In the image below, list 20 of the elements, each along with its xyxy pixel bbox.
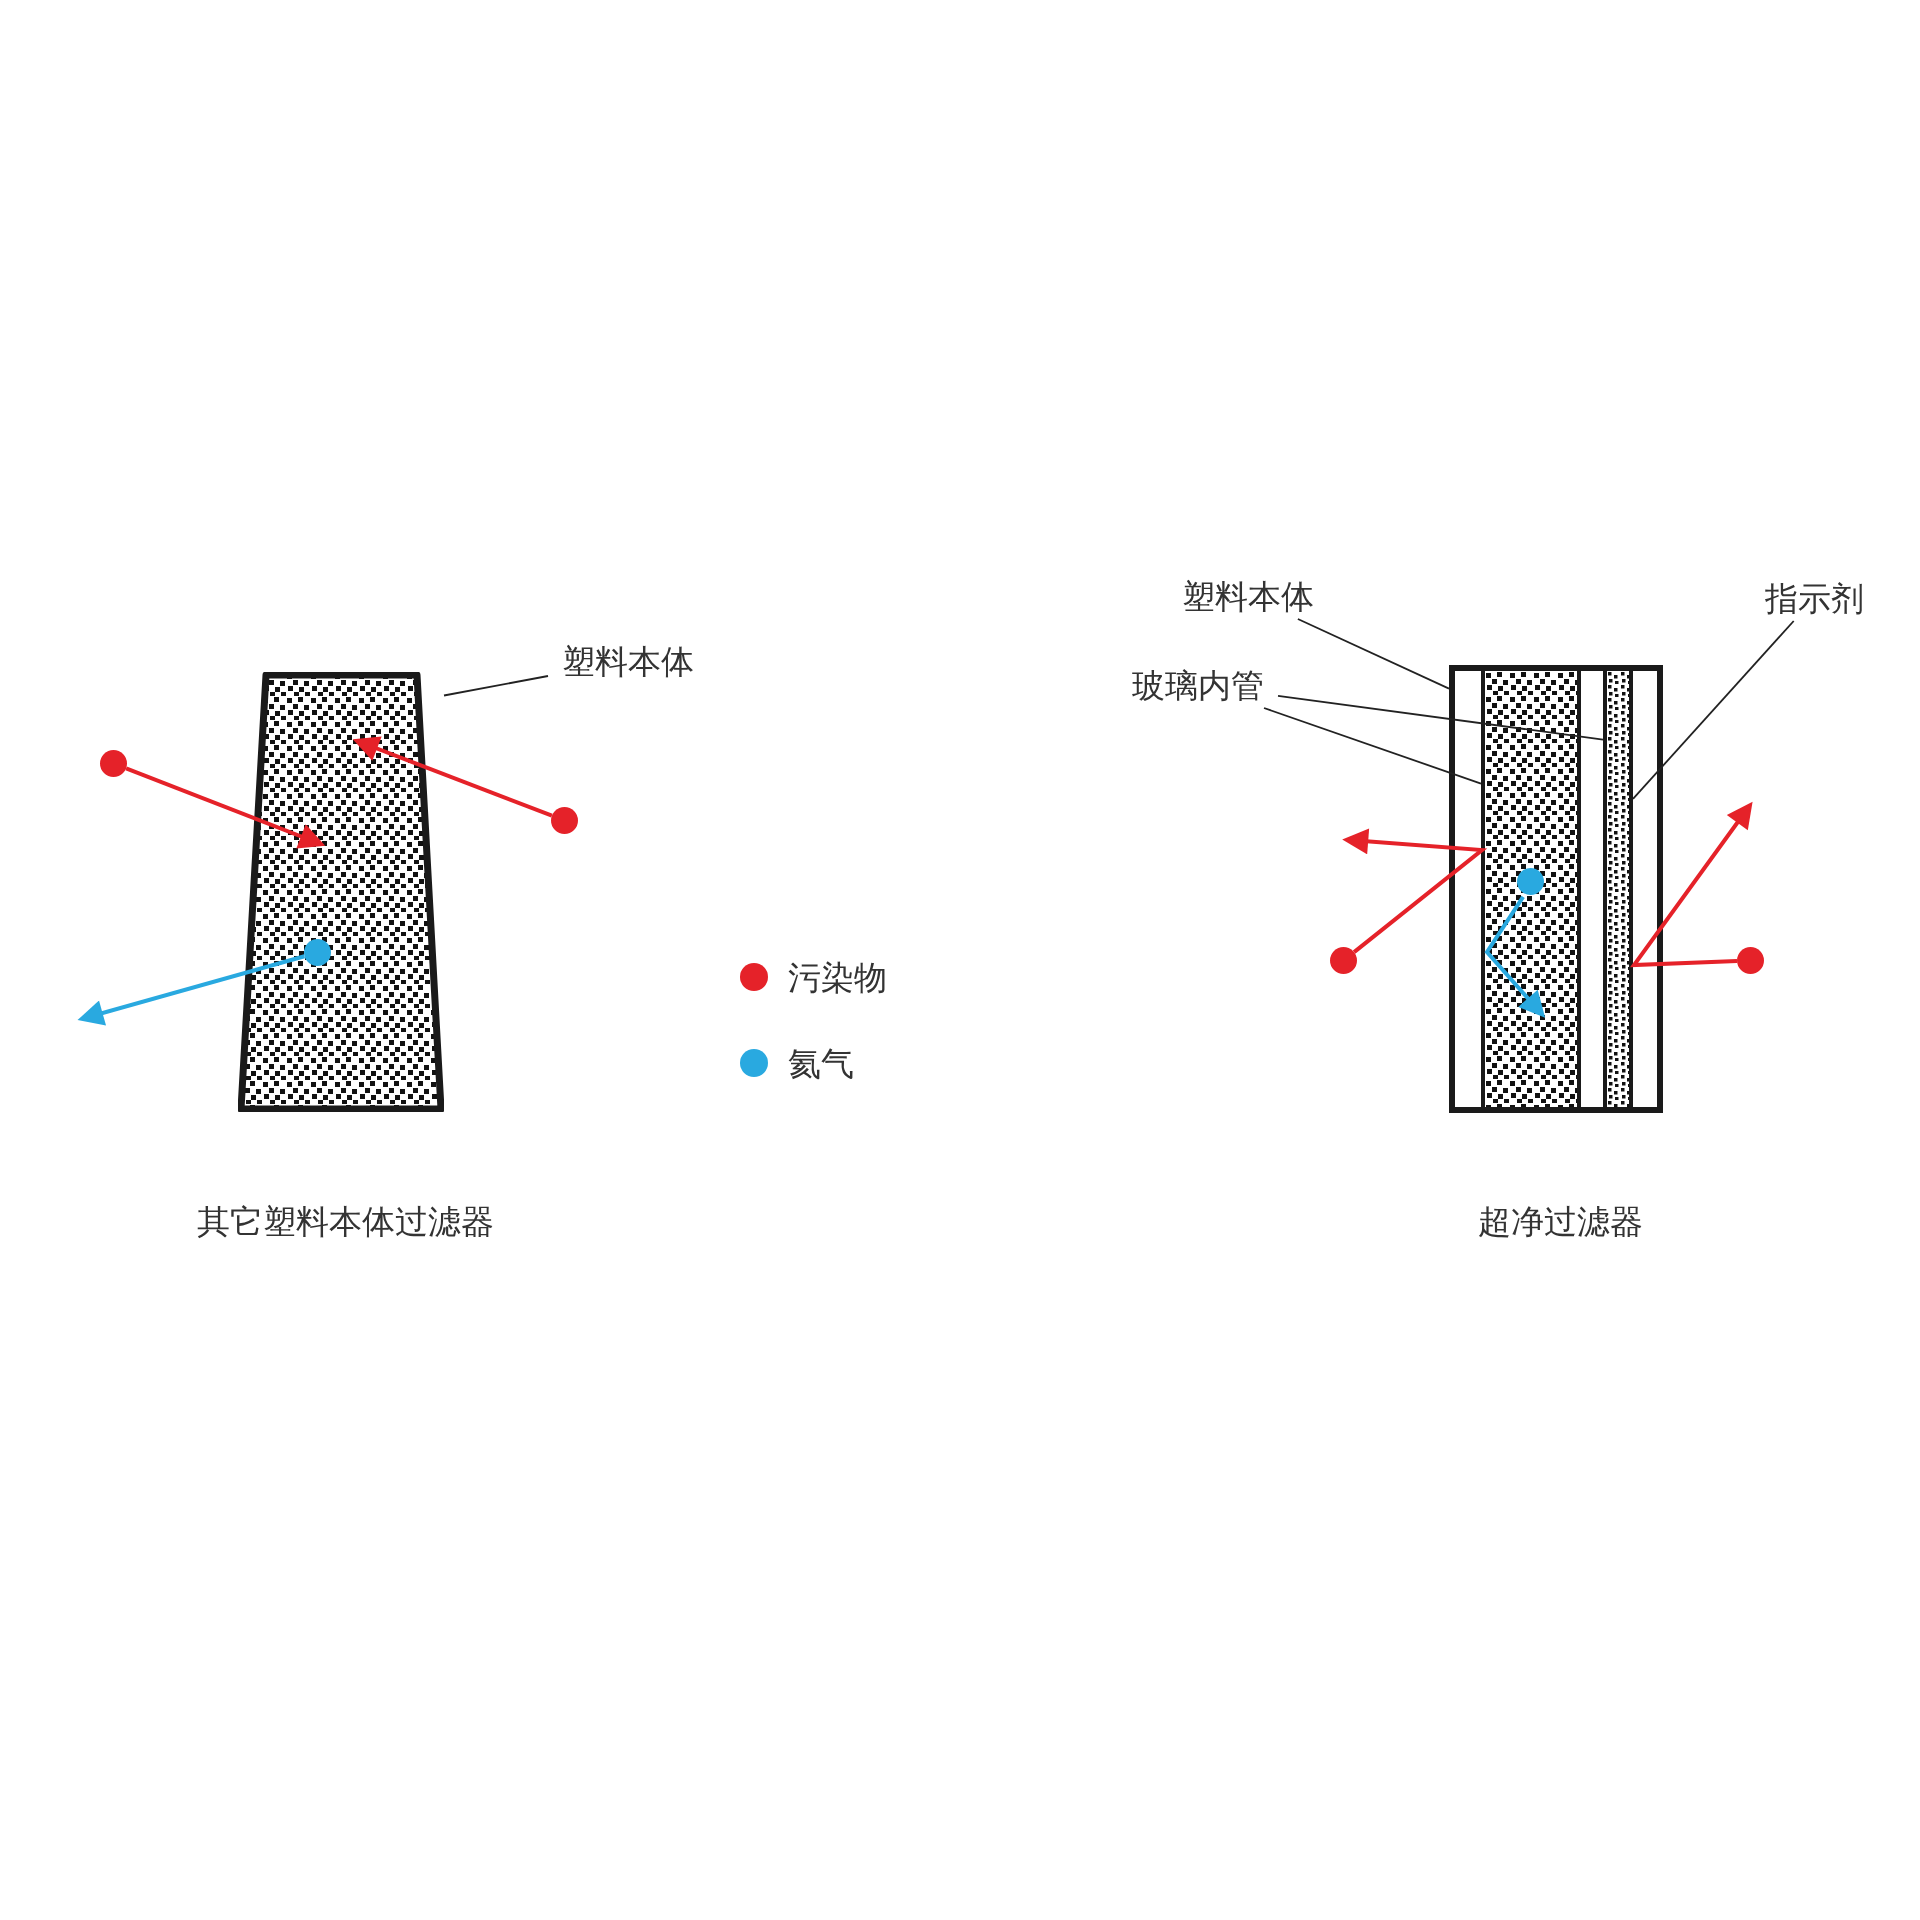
- legend-label: 污染物: [788, 960, 887, 994]
- filter-housing: [1449, 665, 1663, 1113]
- part-label: 玻璃内管: [1118, 662, 1278, 708]
- adsorbent-tube: [1481, 671, 1581, 1107]
- leader-line: [1632, 620, 1795, 800]
- leader-line: [443, 675, 549, 697]
- part-label: 塑料本体: [548, 638, 708, 684]
- filter-body: [238, 672, 444, 1112]
- part-label: 指示剂: [1752, 575, 1877, 621]
- filter-caption: 其它塑料本体过滤器: [196, 1204, 494, 1238]
- filter-caption: 超净过滤器: [1477, 1204, 1643, 1238]
- arrow: [1629, 801, 1753, 968]
- arrow: [125, 766, 326, 849]
- legend-label: 氦气: [788, 1046, 854, 1080]
- indicator-tube: [1603, 671, 1633, 1107]
- arrow: [352, 736, 553, 818]
- leader-line: [1297, 618, 1450, 690]
- leader-line: [1263, 707, 1482, 785]
- part-label: 塑料本体: [1168, 573, 1328, 619]
- arrow: [1342, 828, 1488, 954]
